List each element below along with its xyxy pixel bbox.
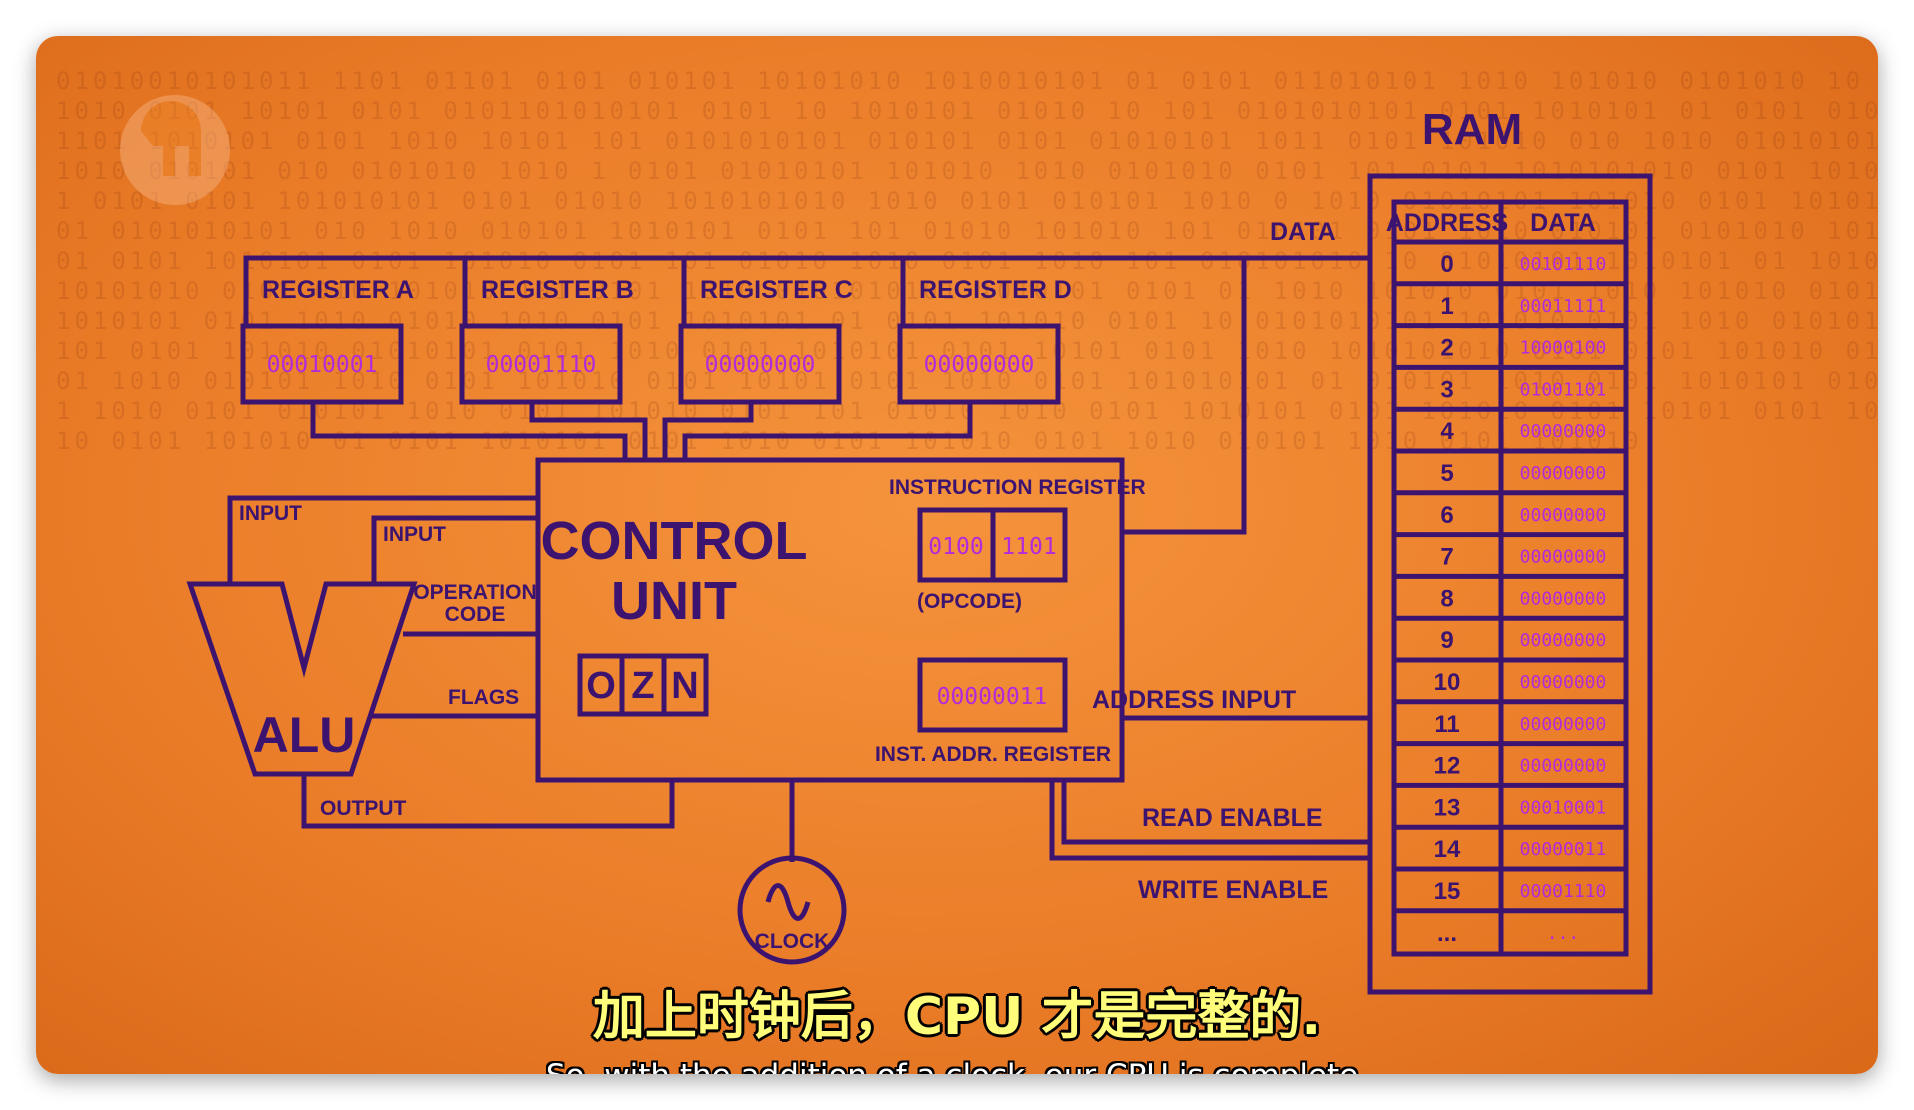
register-d-value: 00000000 (924, 352, 1035, 378)
flag-zero: Z (631, 665, 654, 707)
opcode-value: 0100 (928, 534, 983, 560)
ram-rows: 0 00101110 1 00011111 2 10000100 3 01001101 4 000… (1394, 239, 1626, 947)
ram-row-address: 11 (1434, 711, 1459, 738)
register-a-label: REGISTER A (262, 276, 414, 304)
instruction-address-register: 00000011 (917, 657, 1068, 733)
ram-row-address: 3 (1440, 376, 1453, 403)
ram-row-data: 00000000 (1520, 547, 1607, 568)
ram-row-address: 7 (1440, 544, 1453, 571)
alu-output-label: OUTPUT (320, 797, 407, 820)
ram-row-data: 00001110 (1520, 881, 1607, 902)
alu-operation-code-line2: CODE (445, 603, 506, 626)
ram-row-address: ... (1437, 920, 1457, 947)
sine-wave-icon (765, 883, 811, 921)
register-b-value: 00001110 (486, 352, 597, 378)
data-bus-label: DATA (1270, 218, 1336, 246)
alu-label: ALU (253, 707, 356, 763)
ram-row-data: 00010001 (1520, 797, 1607, 818)
alu-flags-label: FLAGS (448, 686, 519, 709)
alu-operation-code-line1: OPERATION (413, 581, 536, 604)
flag-overflow: O (586, 665, 616, 707)
ram-row-data: 00000000 (1520, 463, 1607, 484)
register-b: REGISTER B 00001110 (459, 276, 634, 405)
register-c-label: REGISTER C (700, 276, 853, 304)
opcode-caption: (OPCODE) (917, 590, 1022, 613)
flag-negative: N (671, 665, 698, 707)
ram-header: ADDRESS DATA (1386, 209, 1596, 237)
operand-value: 1101 (1001, 534, 1056, 560)
register-c-value: 00000000 (705, 352, 816, 378)
subtitle-chinese: 加上时钟后，CPU 才是完整的. (592, 987, 1322, 1047)
control-unit-title-line1: CONTROL (541, 511, 808, 571)
ram-title: RAM (1422, 105, 1522, 154)
flag-register: O Z N (577, 653, 709, 717)
video-frame: 01010010101011 1101 01101 0101 010101 10… (36, 36, 1878, 1074)
ram-row-address: 9 (1440, 627, 1453, 654)
ram-row-address: 4 (1440, 418, 1454, 445)
ram-row-address: 12 (1434, 753, 1461, 780)
ram-row-address: 0 (1440, 251, 1453, 278)
ram-row-data: 10000100 (1520, 338, 1607, 359)
pbs-logo-icon (120, 95, 230, 205)
alu-input-a-label: INPUT (239, 502, 302, 525)
register-d: REGISTER D 00000000 (897, 276, 1072, 405)
instruction-register-label: INSTRUCTION REGISTER (889, 476, 1146, 499)
read-enable-label: READ ENABLE (1142, 804, 1323, 832)
address-input-label: ADDRESS INPUT (1092, 686, 1296, 714)
control-unit-title-line2: UNIT (611, 571, 737, 631)
register-group: REGISTER A 00010001 REGISTER B 00001110 … (240, 255, 1140, 460)
ram-row-data: 00000011 (1520, 839, 1607, 860)
register-b-label: REGISTER B (481, 276, 634, 304)
ram-header-address: ADDRESS (1386, 209, 1508, 237)
register-a: REGISTER A 00010001 (240, 276, 414, 405)
ram-row-address: 10 (1434, 669, 1461, 696)
clock-label: CLOCK (755, 930, 830, 953)
cpu-diagram: .ln { fill: none; stroke: #3c1470; strok… (120, 95, 1653, 995)
ram-row-data: ... (1547, 923, 1580, 944)
ram-row-address: 8 (1440, 585, 1453, 612)
alu: ALU INPUT INPUT OPERATION CODE FLAGS OUT… (186, 495, 675, 829)
inst-addr-label: INST. ADDR. REGISTER (875, 743, 1111, 766)
inst-addr-value: 00000011 (937, 684, 1048, 710)
ram-row-address: 5 (1440, 460, 1453, 487)
ram-row-data: 00000000 (1520, 588, 1607, 609)
ram-row-data: 00000000 (1520, 672, 1607, 693)
ram-row-data: 00000000 (1520, 756, 1607, 777)
ram-row-data: 00000000 (1520, 505, 1607, 526)
ram-row-data: 01001101 (1520, 379, 1607, 400)
register-d-label: REGISTER D (919, 276, 1072, 304)
ram-row-address: 6 (1440, 502, 1453, 529)
ram-header-data: DATA (1530, 209, 1596, 237)
register-c: REGISTER C 00000000 (678, 276, 853, 405)
ram-row-data: 00011111 (1520, 296, 1607, 317)
ram-row-address: 14 (1434, 836, 1461, 863)
ram-row-data: 00000000 (1520, 421, 1607, 442)
alu-input-b-label: INPUT (383, 523, 446, 546)
register-a-value: 00010001 (267, 352, 378, 378)
subtitle-english: So, with the addition of a clock, our CP… (36, 1058, 1878, 1074)
ram-row-data: 00000000 (1520, 630, 1607, 651)
ram-row-address: 2 (1440, 335, 1453, 362)
control-unit: CONTROL UNIT INSTRUCTION REGISTER 0100 1… (535, 457, 1146, 783)
write-enable-label: WRITE ENABLE (1138, 876, 1328, 904)
ram-row-data: 00000000 (1520, 714, 1607, 735)
instruction-register: 0100 1101 (917, 507, 1068, 583)
ram-row-address: 15 (1434, 878, 1461, 905)
ram-row-address: 1 (1440, 293, 1453, 320)
clock: CLOCK (737, 780, 847, 965)
ram-row-data: 00101110 (1520, 254, 1607, 275)
ram-row-address: 13 (1434, 794, 1461, 821)
